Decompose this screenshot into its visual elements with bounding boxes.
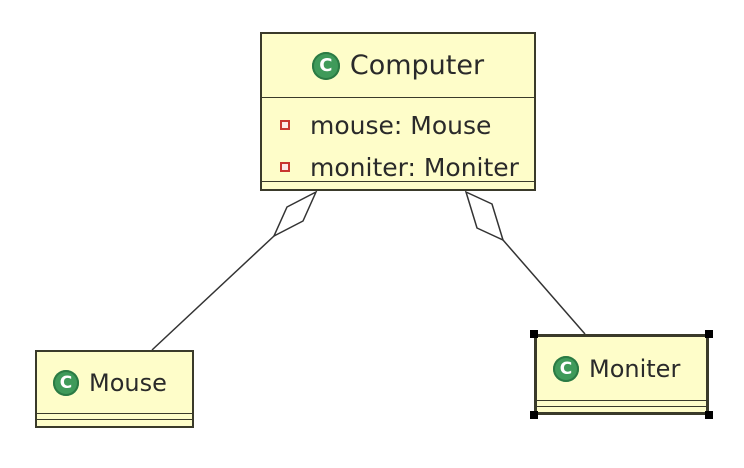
- attribute-compartment: mouse: Mouse moniter: Moniter: [262, 98, 534, 182]
- selection-handle-top-left[interactable]: [530, 330, 538, 338]
- connector-line: [502, 239, 586, 335]
- class-header: C Mouse: [37, 352, 192, 414]
- class-icon: C: [53, 369, 79, 396]
- attribute-row[interactable]: moniter: Moniter: [262, 146, 534, 188]
- connector-line: [151, 235, 275, 351]
- class-computer[interactable]: C Computer mouse: Mouse moniter: Moniter: [260, 32, 536, 191]
- attribute-compartment: [537, 401, 706, 407]
- class-moniter[interactable]: C Moniter: [534, 334, 709, 415]
- attribute-compartment: [37, 414, 192, 420]
- aggregation-diamond: [272, 190, 318, 238]
- selection-handle-top-right[interactable]: [705, 330, 713, 338]
- class-mouse[interactable]: C Mouse: [35, 350, 194, 428]
- class-header: C Computer: [262, 34, 534, 98]
- private-field-icon: [280, 120, 290, 130]
- class-name: Moniter: [589, 354, 681, 383]
- attribute-text: mouse: Mouse: [310, 110, 492, 140]
- class-name: Computer: [349, 50, 485, 81]
- class-icon: C: [311, 51, 340, 80]
- class-header: C Moniter: [537, 337, 706, 401]
- class-icon: C: [553, 355, 579, 382]
- class-name: Mouse: [89, 368, 167, 397]
- aggregation-diamond: [464, 190, 505, 242]
- aggregation-computer-moniter[interactable]: [464, 190, 586, 335]
- private-field-icon: [280, 162, 290, 172]
- selection-handle-bottom-right[interactable]: [705, 411, 713, 419]
- aggregation-computer-mouse[interactable]: [151, 190, 318, 351]
- attribute-row[interactable]: mouse: Mouse: [262, 104, 534, 146]
- selection-handle-bottom-left[interactable]: [530, 411, 538, 419]
- attribute-text: moniter: Moniter: [310, 152, 519, 182]
